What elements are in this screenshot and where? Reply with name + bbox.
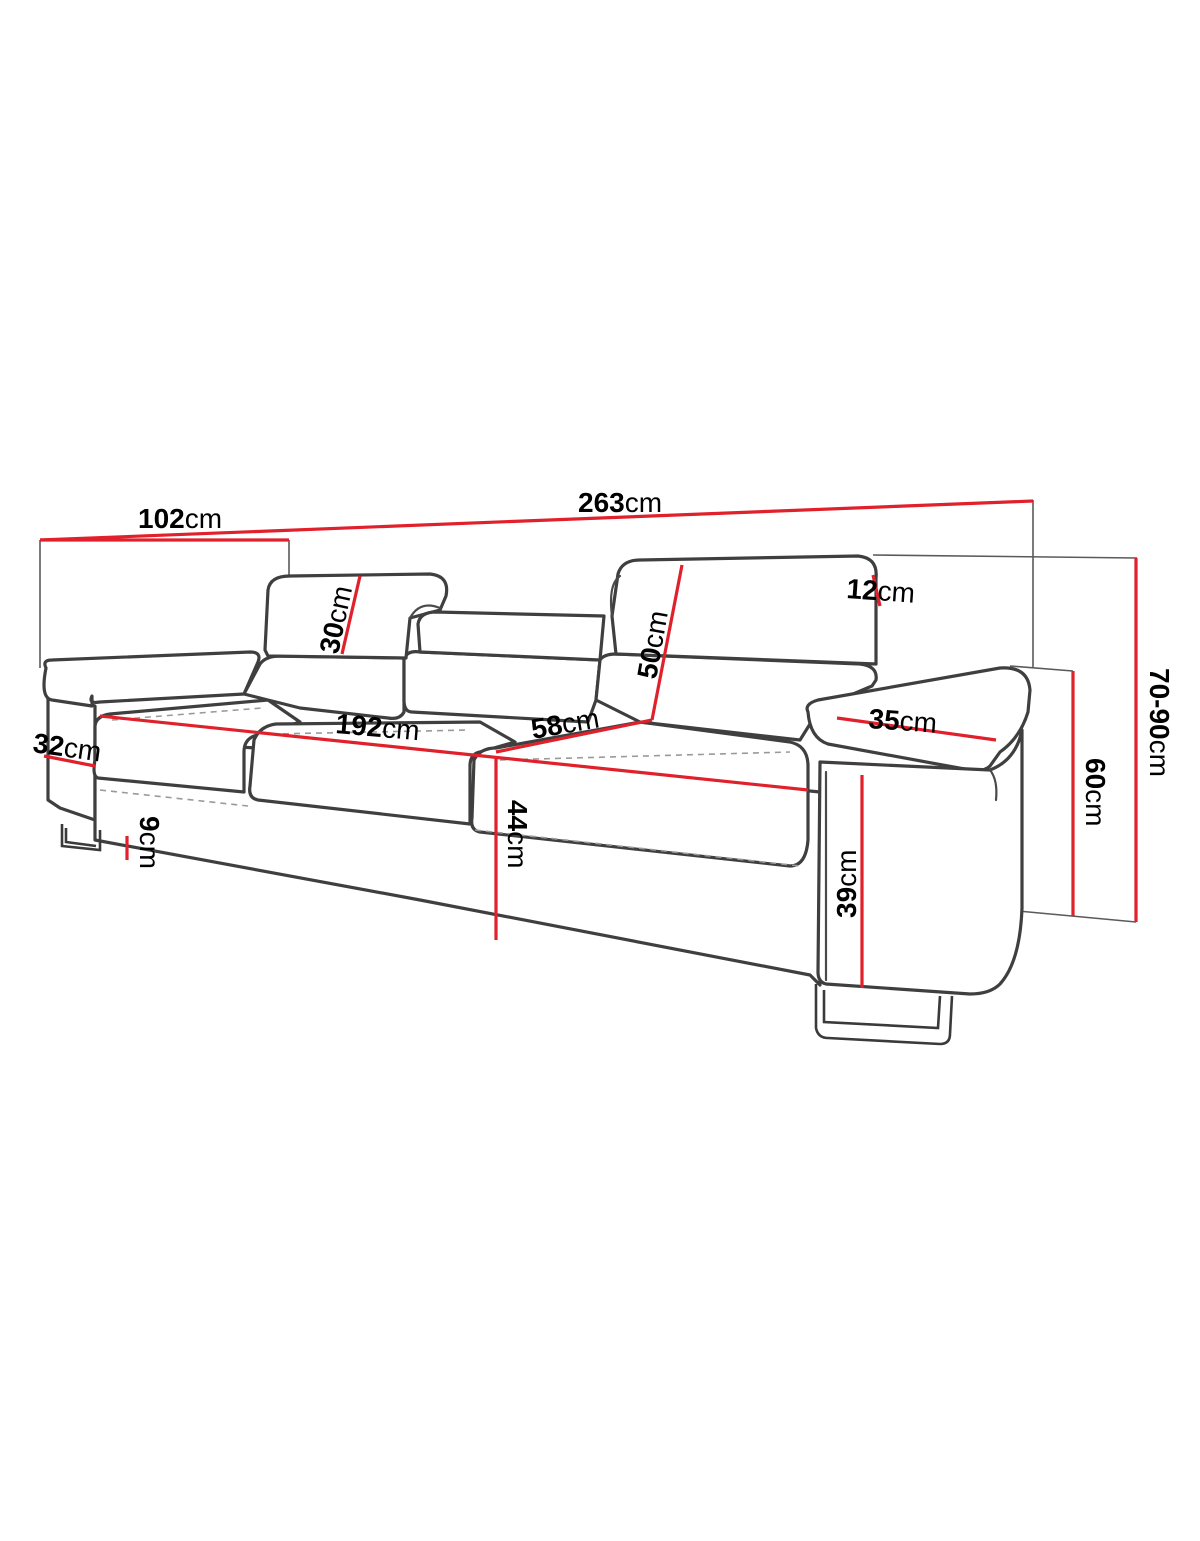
leg-left [60,824,102,852]
label-leg-height: 9cm [134,816,165,869]
label-total-height: 70-90cm [1144,668,1175,777]
label-armrest-height: 60cm [1080,758,1111,826]
dim-line-backrest-height [650,564,684,721]
dim-line-headrest-height [340,575,362,655]
sofa-drawing [39,500,1138,1046]
dim-line-armrest-depth [836,716,997,742]
label-seat-width: 192cm [334,708,420,746]
headrest-center [416,610,606,662]
ext-top-height [872,554,1138,559]
backrest-left [242,654,406,720]
dim-line-armrest-width [43,754,96,768]
right-armrest-body [816,728,1024,996]
right-armrest-corner [988,768,998,802]
headrest-left-fold [408,604,442,620]
stitch-cushion [111,707,791,761]
label-armrest-side-height: 39cm [831,850,862,918]
label-seat-depth: 58cm [529,702,602,744]
headrest-right-fold [609,574,622,618]
backrest-middle [402,650,602,724]
dim-line-seat-depth [495,718,653,754]
leg-right [814,984,954,1046]
label-headrest-height: 30cm [314,583,359,656]
label-total-width: 263cm [578,487,662,518]
label-seat-height: 44cm [502,800,533,868]
left-armrest-top [42,650,261,708]
dim-line-total-width [39,499,1034,542]
dim-line-seat-width [99,714,809,792]
dim-line-headrest-thickness [871,574,882,607]
ext-arm-height [1009,665,1074,672]
right-armrest-top [805,666,1032,773]
ext-floor [1017,910,1137,923]
extension-lines [39,500,1138,923]
label-backrest-height: 50cm [631,608,673,681]
label-armrest-width: 32cm [31,727,103,767]
label-headrest-thickness: 12cm [846,573,916,609]
dimension-lines [39,499,1138,988]
label-depth: 102cm [138,503,222,534]
headrest-left [263,572,449,660]
label-armrest-depth: 35cm [868,703,938,739]
stitch-base [99,789,801,867]
dimension-labels: 102cm 263cm 30cm 12cm 50cm 70-90cm 60cm … [31,487,1175,918]
